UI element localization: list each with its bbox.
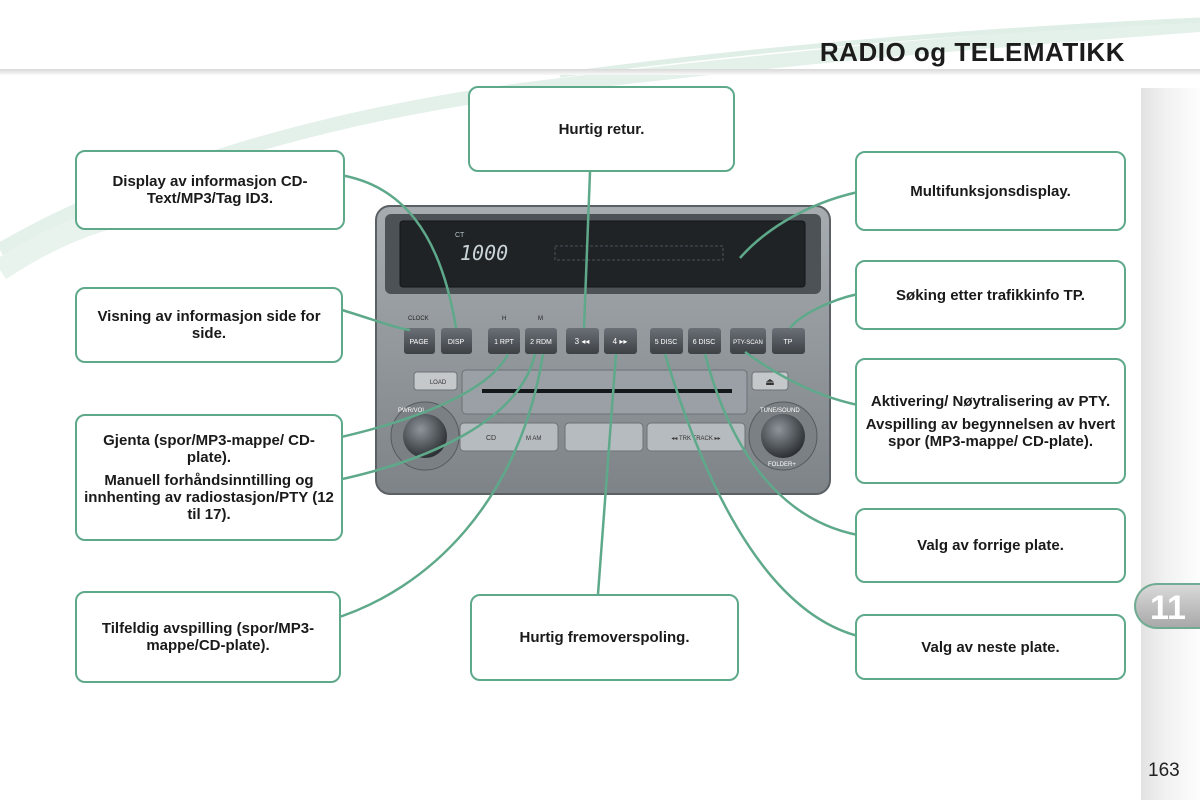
preset-5-button[interactable]: 5 DISC xyxy=(650,328,683,354)
leader-pty xyxy=(744,350,859,407)
cd-button[interactable]: CD M AM xyxy=(459,422,559,452)
callout-fast-rewind: Hurtig retur. xyxy=(468,86,735,172)
callout-fast-forward: Hurtig fremoverspoling. xyxy=(470,594,739,681)
preset-2-button[interactable]: 2 RDM xyxy=(525,328,557,354)
leader-random xyxy=(329,353,545,622)
display-segment-row xyxy=(554,245,724,261)
chapter-badge: 11 xyxy=(1134,583,1200,629)
tp-button[interactable]: TP xyxy=(772,328,805,354)
tune-sound-label: TUNE/SOUND xyxy=(760,408,800,414)
page-button[interactable]: PAGE xyxy=(404,328,435,354)
callout-repeat-preset: Gjenta (spor/MP3-mappe/ CD-plate). Manue… xyxy=(75,414,343,541)
eject-button[interactable]: ⏏ xyxy=(751,371,789,391)
callout-traffic-info: Søking etter trafikkinfo TP. xyxy=(855,260,1126,330)
eject-icon: ⏏ xyxy=(765,377,774,388)
callout-page-by-page: Visning av informasjon side for side. xyxy=(75,287,343,363)
leader-manual xyxy=(337,353,537,482)
disp-button[interactable]: DISP xyxy=(441,328,472,354)
callout-random-play: Tilfeldig avspilling (spor/MP3-mappe/CD-… xyxy=(75,591,341,683)
preset-6-label: 6 DISC xyxy=(693,339,716,346)
leader-multifunction xyxy=(739,190,859,259)
cd-label: CD xyxy=(486,435,496,442)
display-screen xyxy=(399,220,806,288)
am-label: M AM xyxy=(526,436,541,442)
pty-scan-button[interactable]: PTY-SCAN xyxy=(730,328,766,354)
pty-scan-label: PTY-SCAN xyxy=(733,340,763,346)
preset-3-button[interactable]: 3 ◂◂ xyxy=(566,328,599,354)
callout-previous-disc: Valg av forrige plate. xyxy=(855,508,1126,583)
track-label: ◂◂ TRK TRACK ▸▸ xyxy=(671,436,720,442)
callout-pty-text: Aktivering/ Nøytralisering av PTY. xyxy=(870,392,1111,410)
display-time: 1000 xyxy=(460,241,508,265)
track-button[interactable]: ◂◂ TRK TRACK ▸▸ xyxy=(646,422,746,452)
callout-pty-track-start: Aktivering/ Nøytralisering av PTY. Avspi… xyxy=(855,358,1126,484)
leader-traffic xyxy=(789,292,859,329)
leader-next-disc xyxy=(663,353,859,638)
disp-button-label: DISP xyxy=(448,339,465,346)
cd-slot[interactable] xyxy=(482,389,732,393)
blank-button[interactable] xyxy=(564,422,644,452)
load-label: LOAD xyxy=(430,380,447,386)
preset-2-label: 2 RDM xyxy=(530,339,552,346)
display-ct: CT xyxy=(455,232,465,239)
preset-3-label: 3 ◂◂ xyxy=(575,337,590,346)
preset-1-button[interactable]: 1 RPT xyxy=(488,328,520,354)
callout-track-start-text: Avspilling av begynnelsen av hvert spor … xyxy=(865,415,1116,450)
preset-4-label: 4 ▸▸ xyxy=(613,337,628,346)
preset-6-button[interactable]: 6 DISC xyxy=(688,328,721,354)
leader-page xyxy=(341,308,411,332)
callout-next-disc: Valg av neste plate. xyxy=(855,614,1126,680)
tp-label: TP xyxy=(784,339,793,346)
leader-repeat xyxy=(327,353,510,442)
leader-display-info xyxy=(339,173,458,329)
preset-1-label: 1 RPT xyxy=(494,339,515,346)
callout-display-info: Display av informasjon CD-Text/MP3/Tag I… xyxy=(75,150,345,230)
preset-4-button[interactable]: 4 ▸▸ xyxy=(604,328,637,354)
page-sidebar xyxy=(1141,88,1200,800)
folder-label: FOLDER+ xyxy=(768,462,796,468)
callout-manual-preset-text: Manuell forhåndsinntilling og innhenting… xyxy=(84,472,334,523)
load-button[interactable]: LOAD xyxy=(413,371,458,391)
leader-previous-disc xyxy=(703,353,859,537)
label-m: M xyxy=(538,316,543,322)
label-clock: CLOCK xyxy=(408,316,429,322)
preset-5-label: 5 DISC xyxy=(655,339,678,346)
page-button-label: PAGE xyxy=(410,339,429,346)
header-rule xyxy=(0,69,1200,75)
leader-fast-rewind xyxy=(582,171,592,329)
leader-fast-forward xyxy=(596,353,618,595)
tune-sound-knob[interactable] xyxy=(748,401,818,471)
label-h: H xyxy=(502,316,506,322)
page-title: RADIO og TELEMATIKK xyxy=(819,37,1125,67)
pwr-vol-label: PWR/VOL xyxy=(398,408,426,414)
page-number: 163 xyxy=(1148,760,1180,781)
callout-repeat-text: Gjenta (spor/MP3-mappe/ CD-plate). xyxy=(103,432,315,466)
callout-multifunction-display: Multifunksjonsdisplay. xyxy=(855,151,1126,231)
